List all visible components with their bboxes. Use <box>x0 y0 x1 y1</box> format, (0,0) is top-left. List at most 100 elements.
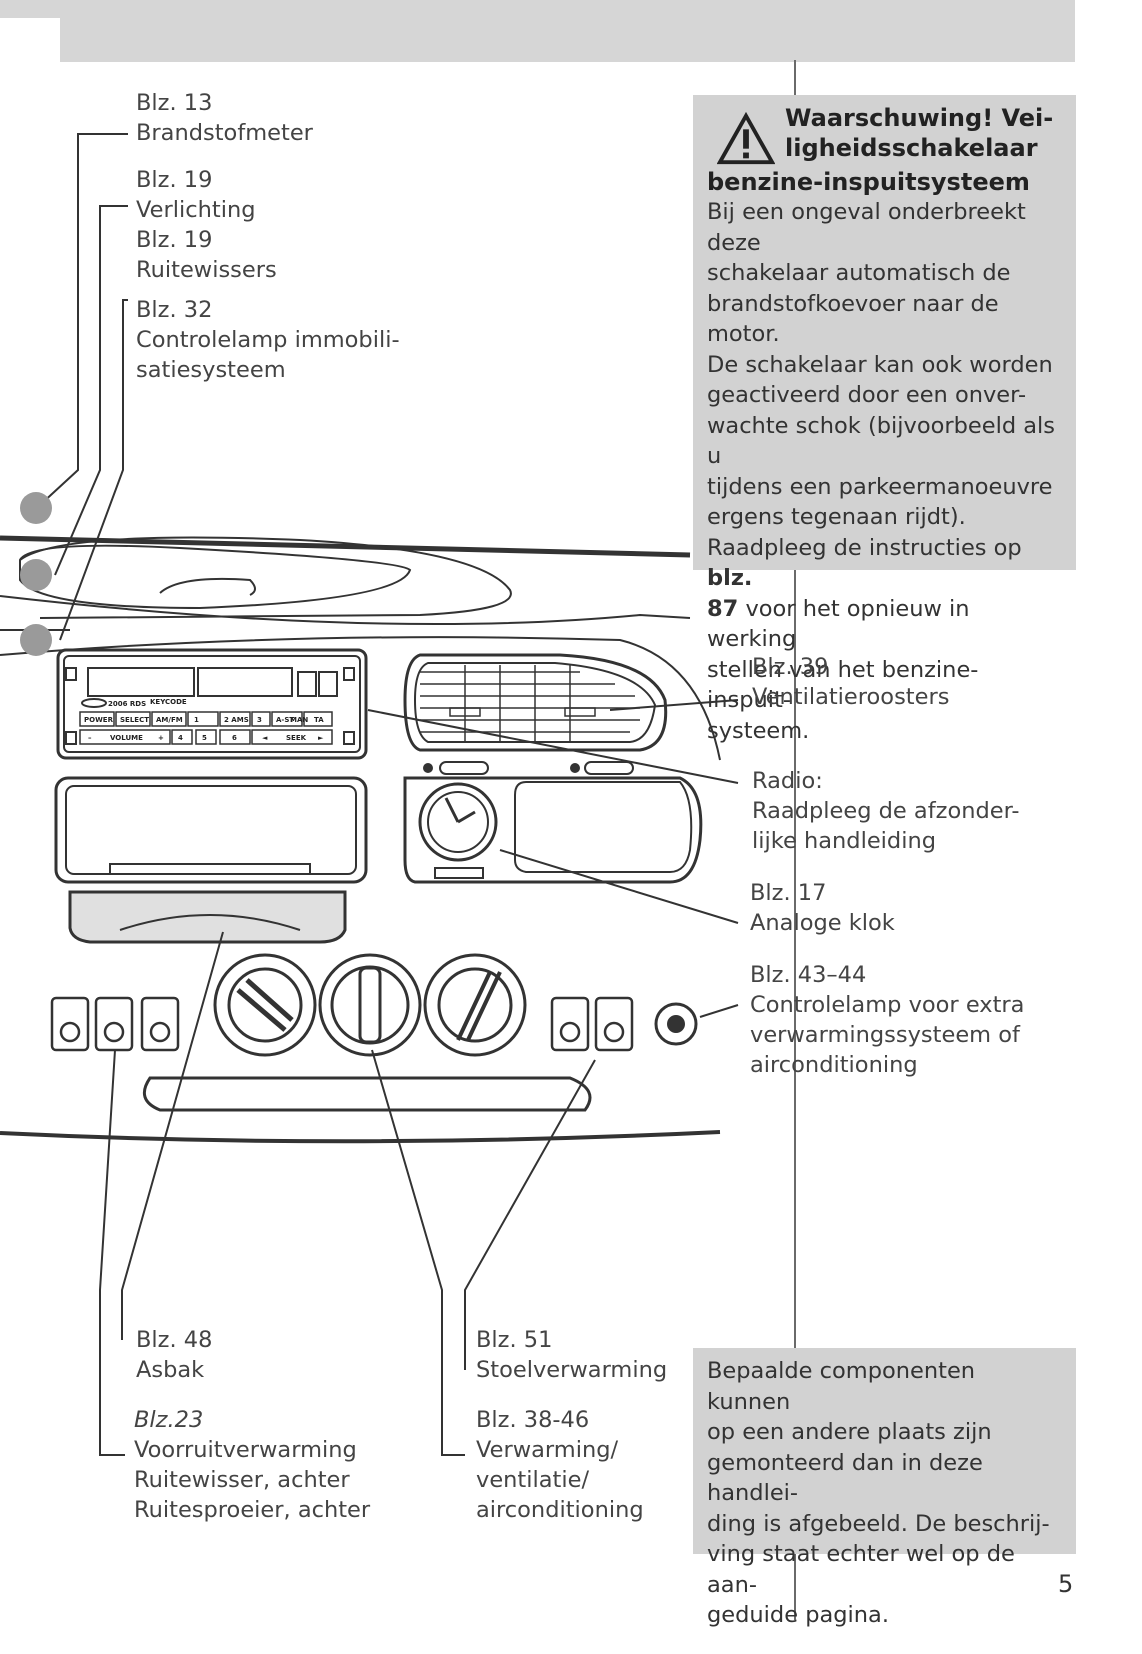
radio-volume: VOLUME <box>110 734 143 742</box>
radio-buttons <box>79 711 333 745</box>
extra-heating-lamp <box>654 1002 698 1046</box>
center-tray <box>514 781 693 873</box>
radio-btn-2ams: 2 AMS <box>224 716 249 724</box>
warning-triangle-icon <box>717 111 775 165</box>
warning-title: Waarschuwing! Vei- ligheidsschakelaar be… <box>707 103 1062 197</box>
warning-body-line: De schakelaar kan ook worden <box>707 351 1053 378</box>
radio-cassette-slot <box>197 667 293 697</box>
warning-ref-line: stellen van het benzine-inspuit- <box>707 656 979 714</box>
radio-btn-amfm: AM/FM <box>156 716 183 724</box>
ashtray <box>68 890 347 944</box>
heater-controls <box>213 953 527 1057</box>
item-text: Ruitewisser, achter <box>134 1467 350 1493</box>
label-vents: Blz. 39 Ventilatieroosters <box>752 652 949 712</box>
leader-vents <box>609 699 739 711</box>
page-number: 5 <box>1058 1570 1074 1598</box>
label-seat-heating: Blz. 51 Stoelverwarming <box>476 1325 667 1385</box>
item-text: Brandstofmeter <box>136 120 313 146</box>
note-line: Bepaalde componenten kunnen <box>707 1358 976 1415</box>
warning-ref-page-number: 87 <box>707 595 739 622</box>
label-immobiliser: Blz. 32 Controlelamp immobili- satiesyst… <box>136 295 400 385</box>
item-text: satiesysteem <box>136 357 286 383</box>
warning-ref-text: Raadpleeg de instructies op <box>707 534 1022 561</box>
item-text: Controlelamp voor extra <box>750 992 1025 1018</box>
warning-ref-line: 87 voor het opnieuw in werking <box>707 594 1062 655</box>
ref-text: Blz. 51 <box>476 1327 553 1353</box>
radio-btn-6: 6 <box>232 734 237 742</box>
radio-btn-ta: TA <box>314 716 324 724</box>
item-text: Raadpleeg de afzonder- <box>752 798 1020 824</box>
label-rear-window: Blz.23 Voorruitverwarming Ruitewisser, a… <box>134 1405 370 1525</box>
radio-btn-3: 3 <box>257 716 262 724</box>
ref-text: Blz. 39 <box>752 654 829 680</box>
radio-btn-ast: A-ST <box>276 716 294 724</box>
header-bar <box>60 0 1075 62</box>
ref-text: Blz. 19 <box>136 167 213 193</box>
item-text: Ruitesproeier, achter <box>134 1497 371 1523</box>
label-clock: Blz. 17 Analoge klok <box>750 878 895 938</box>
radio-seek-left: ◄ <box>262 734 268 742</box>
radio-unit <box>56 648 368 760</box>
radio-btn-4: 4 <box>178 734 183 742</box>
radio-btn-power: POWER <box>84 716 114 724</box>
warning-ref-text: voor het opnieuw in werking <box>707 595 970 653</box>
label-ventilation: Blz. 38-46 Verwarming/ ventilatie/ airco… <box>476 1405 644 1525</box>
note-line: ding is afgebeeld. De beschrij- <box>707 1510 1050 1537</box>
radio-vol-plus: + <box>158 734 164 742</box>
leader-radio <box>367 709 739 784</box>
radio-btn-select: SELECT <box>120 716 149 724</box>
leader-ashtray <box>121 931 224 1340</box>
item-text: Ventilatieroosters <box>752 684 950 710</box>
indicator-dots <box>20 492 52 656</box>
dash-top-edge <box>0 535 691 558</box>
radio-seek: SEEK <box>286 734 307 742</box>
item-text: airconditioning <box>750 1052 918 1078</box>
note-line: geduide pagina. <box>707 1602 889 1628</box>
item-text: ventilatie/ <box>476 1467 590 1493</box>
ref-text: Blz. 17 <box>750 880 827 906</box>
leader-immobiliser <box>59 299 128 641</box>
rear-switches <box>50 996 180 1052</box>
item-text: Analoge klok <box>750 910 895 936</box>
item-text: lijke handleiding <box>752 828 936 854</box>
warning-ref-line: Raadpleeg de instructies op blz. <box>707 533 1062 594</box>
ref-text: Blz. 32 <box>136 297 213 323</box>
label-fuel-gauge: Blz. 13 Brandstofmeter <box>136 88 313 148</box>
label-extra-heating: Blz. 43–44 Controlelamp voor extra verwa… <box>750 960 1024 1080</box>
radio-vol-minus: – <box>88 734 92 742</box>
radio-keycode: KEYCODE <box>150 698 187 706</box>
item-text: verwarmingssysteem of <box>750 1022 1020 1048</box>
clock-adjust-button <box>434 867 484 879</box>
ref-text: Radio: <box>752 768 823 794</box>
air-vents <box>403 653 668 752</box>
radio-btn-5: 5 <box>202 734 207 742</box>
ref-text: Blz.23 <box>134 1407 204 1433</box>
ref-text: Blz. 43–44 <box>750 962 867 988</box>
radio-brand: 2006 RDS <box>108 700 146 708</box>
warning-body-line: Bij een ongeval onderbreekt deze <box>707 199 1026 256</box>
item-text: Controlelamp immobili- <box>136 327 400 353</box>
warning-ref-page: blz. <box>707 565 753 591</box>
ref-text: Blz. 13 <box>136 90 213 116</box>
vent-thumbwheel-left <box>439 761 489 775</box>
leader-fuel-gauge <box>39 133 128 506</box>
leader-lighting <box>54 205 128 576</box>
note-line: gemonteerd dan in deze handlei- <box>707 1449 983 1507</box>
leader-clock <box>499 849 739 924</box>
ref-text: Blz. 38-46 <box>476 1407 590 1433</box>
ref-text: Blz. 48 <box>136 1327 213 1353</box>
note-box: Bepaalde componenten kunnen op een ander… <box>693 1348 1076 1628</box>
ref-text: Blz. 19 <box>136 227 213 253</box>
radio-seek-right: ► <box>318 734 324 742</box>
warning-title-line: Waarschuwing! Vei- <box>785 104 1054 132</box>
item-text: Stoelverwarming <box>476 1357 668 1383</box>
note-line: op een andere plaats zijn <box>707 1419 992 1445</box>
radio-display <box>87 667 195 697</box>
item-text: Asbak <box>136 1357 205 1383</box>
leader-seat-heating <box>464 1059 596 1370</box>
warning-body-line: tijdens een parkeermanoeuvre <box>707 473 1053 500</box>
warning-body-line: brandstofkoevoer naar de motor. <box>707 290 999 348</box>
warning-title-line: ligheidsschakelaar <box>785 134 1038 162</box>
vent-thumbwheel-right <box>584 761 634 775</box>
